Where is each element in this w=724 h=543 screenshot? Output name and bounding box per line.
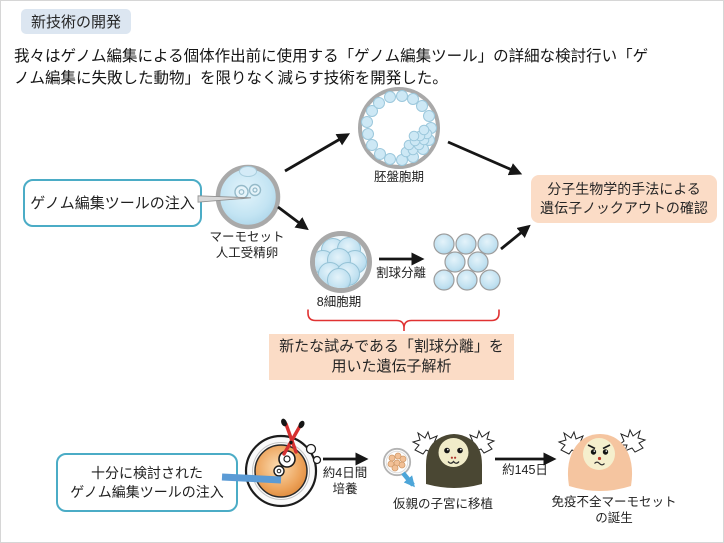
title-badge-label: 新技術の開発 (30, 14, 121, 31)
knockout-confirmation-line1: 分子生物学的手法による (547, 181, 701, 197)
genome-tool-injection-label: ゲノム編集ツールの注入 (30, 194, 195, 212)
separation-analysis-line2: 用いた遺伝子解析 (331, 358, 452, 375)
eight-cell-embryo-icon (310, 231, 372, 293)
culture-label-line1: 約4日間 (322, 466, 368, 480)
blastocyst-label: 胚盤胞期 (373, 170, 424, 184)
polar-bodies (305, 443, 322, 465)
knockout-confirmation-line2: 遺伝子ノックアウトの確認 (540, 200, 708, 216)
intro-paragraph: 我々はゲノム編集による個体作出前に使用する「ゲノム編集ツール」の詳細な検討行い「… (14, 46, 716, 89)
fertilized-egg-label-line2: 人工受精卵 (215, 245, 279, 260)
separated-blastomeres-icon (433, 233, 501, 291)
arrow-egg-to-blastocyst (284, 133, 351, 173)
knockout-confirmation-box: 分子生物学的手法による 遺伝子ノックアウトの確認 (531, 175, 717, 223)
blastomere-separation-label: 割球分離 (375, 266, 426, 280)
intro-line-1: 我々はゲノム編集による個体作出前に使用する「ゲノム編集ツール」の詳細な検討行い「… (14, 48, 649, 65)
fertilized-egg-label: マーモセット 人工受精卵 (192, 230, 302, 261)
intro-line-2: ノム編集に失敗した動物」を限りなく減らす技術を開発した。 (14, 69, 448, 87)
birth-label-line2: の誕生 (595, 510, 633, 525)
separation-analysis-box: 新たな試みである「割球分離」を 用いた遺伝子解析 (269, 334, 514, 380)
red-brace-icon (307, 309, 500, 331)
fertilized-egg-icon (215, 164, 281, 230)
inner-cell-mass (400, 124, 433, 158)
birth-label-line1: 免疫不全マーモセット (551, 495, 677, 509)
right-ear-tuft (617, 428, 647, 453)
arrow-blastocyst-to-confirmation (447, 140, 523, 176)
title-badge: 新技術の開発 (21, 9, 131, 34)
eight-cell-label: 8細胞期 (316, 295, 362, 309)
crispr-scissors-icon (281, 418, 305, 456)
separation-analysis-line1: 新たな試みである「割球分離」を (279, 337, 504, 355)
birth-label: 免疫不全マーモセット の誕生 (549, 495, 679, 526)
baby-marmoset-icon (557, 428, 647, 491)
validated-tool-injection-box: 十分に検討された ゲノム編集ツールの注入 (56, 453, 238, 512)
orange-egg-injection-icon (244, 418, 322, 508)
fertilized-egg-label-line1: マーモセット (209, 230, 285, 244)
validated-tool-injection-line1: 十分に検討された (91, 464, 203, 481)
culture-label-line2: 培養 (332, 481, 358, 496)
petri-dish-icon (382, 447, 412, 477)
blastocyst-icon (358, 87, 440, 169)
validated-tool-injection-line2: ゲノム編集ツールの注入 (70, 483, 224, 500)
culture-label: 約4日間 培養 (295, 466, 395, 497)
arrow-blastomeres-to-confirmation (500, 224, 531, 251)
gestation-days-label: 約145日 (502, 463, 548, 477)
foster-marmoset-icon (411, 429, 496, 488)
genome-tool-injection-box: ゲノム編集ツールの注入 (23, 179, 202, 227)
transfer-label: 仮親の子宮に移植 (392, 497, 493, 511)
